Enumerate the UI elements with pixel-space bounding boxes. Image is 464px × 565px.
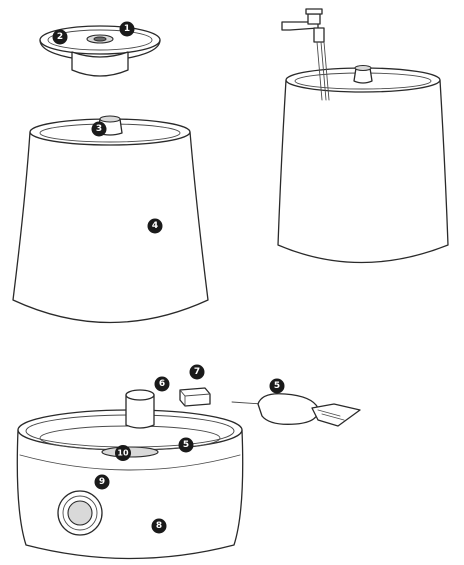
callout-2: 2: [53, 30, 68, 45]
filling-illustration: [278, 9, 448, 263]
svg-text:4: 4: [152, 221, 158, 231]
svg-text:3: 3: [96, 124, 102, 134]
callout-10: 10: [115, 445, 131, 461]
callout-6: 6: [155, 377, 170, 392]
svg-text:2: 2: [57, 32, 63, 42]
callout-7: 7: [190, 365, 205, 380]
svg-text:5: 5: [183, 440, 189, 450]
base-unit: [17, 390, 242, 559]
svg-text:5: 5: [274, 381, 280, 391]
svg-text:9: 9: [99, 477, 105, 487]
callout-8: 8: [152, 519, 167, 534]
filter-block: [180, 388, 210, 406]
callout-3: 3: [92, 122, 107, 137]
svg-text:7: 7: [194, 367, 200, 377]
svg-text:8: 8: [156, 521, 162, 531]
callout-5-base: 5: [179, 438, 194, 453]
water-tank: [13, 116, 208, 323]
callout-1: 1: [120, 22, 135, 37]
callout-9: 9: [95, 475, 110, 490]
svg-text:10: 10: [117, 449, 129, 458]
svg-text:1: 1: [124, 24, 130, 34]
svg-text:6: 6: [159, 379, 165, 389]
float-part: [232, 394, 360, 426]
callout-4: 4: [148, 219, 163, 234]
callout-5-float: 5: [270, 379, 285, 394]
